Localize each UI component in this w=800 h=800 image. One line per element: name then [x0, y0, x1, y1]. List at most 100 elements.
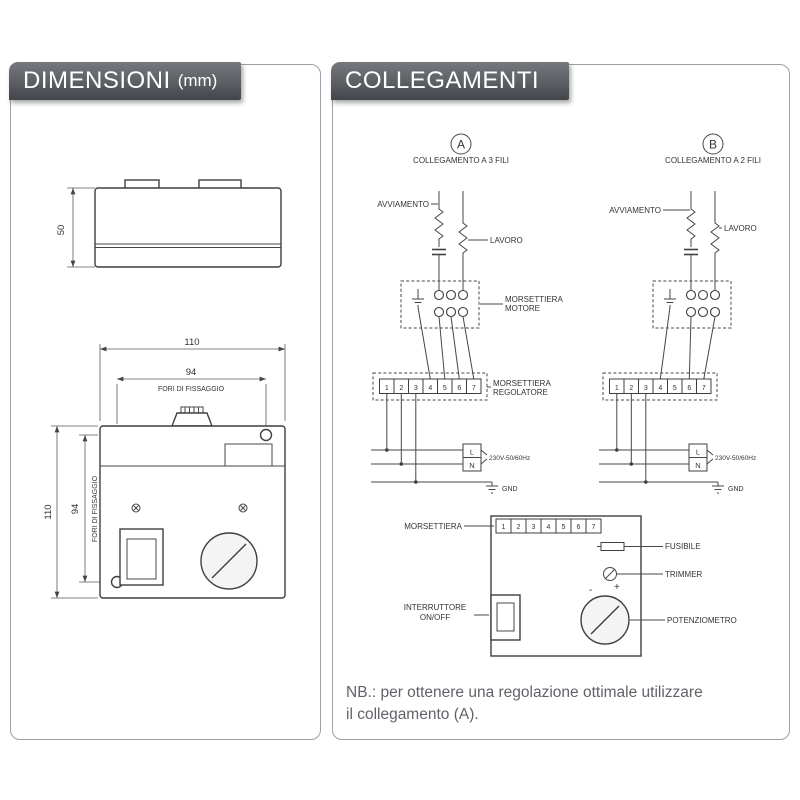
potentiometer	[580, 595, 665, 645]
diagram-b-badge-circle	[702, 133, 724, 155]
device-terminal-7: 7	[592, 524, 596, 531]
fixing-hole-top-right	[259, 428, 273, 442]
gnd-label-b: GND	[728, 486, 744, 493]
diagram-a-badge-circle	[450, 133, 472, 155]
terminal-a-6: 6	[457, 385, 461, 392]
device-morsettiera-label: MORSETTIERA	[404, 522, 462, 531]
run-winding-a	[458, 191, 468, 291]
control-knob	[200, 532, 258, 590]
gnd-label-a: GND	[502, 486, 518, 493]
dimensions-panel: DIMENSIONI (mm) 50	[9, 62, 321, 740]
start-winding-b	[686, 191, 696, 247]
holes-label-vertical: FORI DI FISSAGGIO	[92, 475, 99, 542]
terminal-b-7: 7	[702, 385, 706, 392]
dim-height-50: 50	[56, 187, 95, 268]
terminal-strip-a: 1 2 3 4 5 6 7	[379, 378, 482, 394]
terminal-a-2: 2	[399, 385, 403, 392]
connections-panel: COLLEGAMENTI A COLLEGAMENTO A 3 FILI AVV…	[331, 62, 790, 740]
wiring-diagram-a: A COLLEGAMENTO A 3 FILI AVVIAMENTO LAVOR…	[371, 133, 563, 494]
terminal-a-5: 5	[443, 385, 447, 392]
interruttore-label-line2: ON/OFF	[420, 613, 450, 622]
side-view-body	[94, 187, 282, 268]
diagram-a-badge: A	[457, 138, 465, 152]
interruttore-label-line1: INTERRUTTORE	[404, 603, 467, 612]
potenziometro-label: POTENZIOMETRO	[667, 616, 737, 625]
trimmer-minus: -	[589, 585, 592, 596]
note-line1: NB.: per ottenere una regolazione ottima…	[346, 684, 703, 701]
screw-right	[238, 503, 248, 513]
run-winding-b	[710, 191, 720, 291]
label-plate	[224, 443, 273, 467]
trimmer	[603, 567, 663, 581]
lavoro-label-a: LAVORO	[490, 236, 523, 245]
terminal-a-1: 1	[385, 385, 389, 392]
rocker-switch	[119, 528, 164, 586]
terminal-b-2: 2	[629, 385, 633, 392]
avviamento-label-b: AVVIAMENTO	[609, 206, 661, 215]
side-view: 50	[56, 179, 282, 268]
ground-symbol-mains-b	[712, 482, 724, 494]
diagram-b-badge: B	[709, 138, 717, 152]
terminal-b-6: 6	[687, 385, 691, 392]
trimmer-label: TRIMMER	[665, 570, 703, 579]
line-n-a: N	[469, 461, 474, 470]
terminal-b-5: 5	[673, 385, 677, 392]
lavoro-label-b: LAVORO	[724, 224, 757, 233]
ground-symbol-motor-b	[664, 289, 676, 307]
motor-block-label-line1: MORSETTIERA	[505, 295, 563, 304]
terminal-b-1: 1	[615, 385, 619, 392]
note-line2: il collegamento (A).	[346, 706, 479, 724]
dim-110-left-label: 110	[43, 504, 54, 519]
terminal-b-3: 3	[644, 385, 648, 392]
regulator-block-label-line2: REGOLATORE	[493, 388, 548, 397]
line-n-b: N	[695, 461, 700, 470]
terminal-b-4: 4	[658, 385, 662, 392]
dim-holes-94-top: 94 FORI DI FISSAGGIO	[116, 367, 267, 427]
ground-symbol-motor-a	[412, 289, 424, 307]
screw-left	[131, 503, 141, 513]
connections-title: COLLEGAMENTI	[345, 67, 540, 94]
ground-symbol-mains-a	[486, 482, 498, 494]
device-terminal-2: 2	[517, 524, 521, 531]
avviamento-label-a: AVVIAMENTO	[377, 200, 429, 209]
fuse	[597, 542, 663, 551]
dim-50-label: 50	[56, 225, 67, 236]
regulator-block-b	[602, 372, 718, 401]
line-l-a: L	[470, 448, 474, 457]
dimensions-header: DIMENSIONI (mm)	[9, 62, 241, 100]
note: NB.: per ottenere una regolazione ottima…	[346, 682, 703, 727]
line-l-b: L	[696, 448, 700, 457]
fusibile-label: FUSIBILE	[665, 542, 701, 551]
connections-drawing: A COLLEGAMENTO A 3 FILI AVVIAMENTO LAVOR…	[371, 133, 761, 657]
terminal-strip-b: 1 2 3 4 5 6 7	[609, 378, 712, 394]
terminal-a-7: 7	[472, 385, 476, 392]
onoff-switch	[490, 594, 521, 641]
device-box	[490, 515, 642, 657]
dimensions-title: DIMENSIONI	[23, 67, 171, 94]
terminal-a-3: 3	[414, 385, 418, 392]
dim-110-top-label: 110	[184, 337, 199, 348]
wiring-diagram-b: B COLLEGAMENTO A 2 FILI AVVIAMENTO LAVOR…	[599, 133, 761, 494]
motor-block-label-line2: MOTORE	[505, 304, 540, 313]
cable-gland	[170, 406, 214, 427]
device-terminal-6: 6	[577, 524, 581, 531]
start-winding-a	[434, 191, 444, 247]
motor-block-b	[652, 280, 732, 329]
device-layout: MORSETTIERA 1 2 3 4 5 6 7 FUSIBILE	[404, 515, 737, 657]
dim-width-110: 110	[99, 337, 286, 421]
terminal-a-4: 4	[428, 385, 432, 392]
motor-block-a	[400, 280, 480, 329]
voltage-label-a: 230V-50/60Hz	[489, 455, 530, 462]
dim-height-110: 110	[43, 425, 98, 599]
connections-header: COLLEGAMENTI	[331, 62, 569, 100]
device-terminal-5: 5	[562, 524, 566, 531]
voltage-label-b: 230V-50/60Hz	[715, 455, 756, 462]
dimensions-unit: (mm)	[177, 71, 218, 90]
device-terminal-1: 1	[502, 524, 506, 531]
device-terminal-4: 4	[547, 524, 551, 531]
diagram-a-title: COLLEGAMENTO A 3 FILI	[413, 156, 509, 165]
diagram-b-title: COLLEGAMENTO A 2 FILI	[665, 156, 761, 165]
device-terminal-3: 3	[532, 524, 536, 531]
dim-94-top-label: 94	[186, 367, 197, 378]
